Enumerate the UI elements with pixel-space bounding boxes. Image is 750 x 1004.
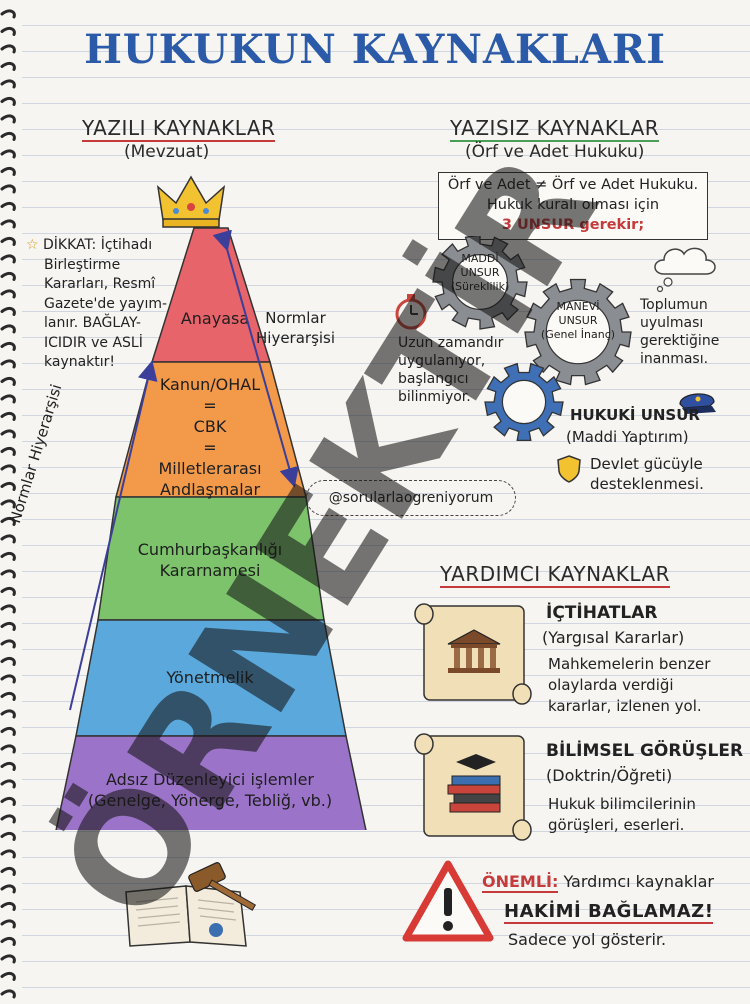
pyramid-level-3-label: Cumhurbaşkanlığı Kararnamesi [137, 540, 283, 580]
social-handle: @sorularlaogreniyorum [306, 480, 516, 516]
gear-icon [524, 278, 632, 386]
spiral-binding [0, 9, 16, 999]
doctrine-title: BİLİMSEL GÖRÜŞLER [546, 741, 744, 761]
warning-icon [402, 860, 494, 942]
auxiliary-sources-heading: YARDIMCI KAYNAKLAR [440, 562, 671, 588]
doctrine-desc: Hukuk bilimcilerinin görüşleri, eserleri… [548, 795, 696, 834]
courthouse-icon [447, 629, 501, 673]
legal-element-title: HUKUKİ UNSUR [570, 406, 700, 424]
precedents-title: İÇTİHATLAR [546, 603, 658, 623]
book-and-gavel-icon [125, 862, 256, 947]
moral-element-label: MANEVİ UNSUR (Genel İnanç) [540, 300, 616, 341]
warning-line-1: ÖNEMLİ: Yardımcı kaynaklar [482, 872, 714, 893]
doctrine-sub: (Doktrin/Öğreti) [546, 766, 673, 785]
legal-element-desc: Devlet gücüyle desteklenmesi. [590, 455, 704, 493]
pyramid-level-4-label: Yönetmelik [166, 667, 254, 687]
arrow-right-label: Normlar Hiyerarşisi [256, 309, 336, 347]
dikkat-note: ☆ DİKKAT: İçtihadı Birleştirme Kararları… [26, 237, 168, 370]
court-scroll [414, 603, 532, 705]
thought-cloud-icon [654, 247, 716, 293]
warning-line-2: HAKİMİ BAĞLAMAZ! [504, 901, 714, 924]
unwritten-sources-subheading: (Örf ve Adet Hukuku) [465, 142, 645, 162]
shield-icon [557, 455, 581, 483]
page-title: HUKUKUN KAYNAKLARI [84, 26, 666, 73]
clock-icon [395, 294, 427, 330]
star-icon: ☆ [26, 237, 39, 253]
moral-element-desc: Toplumun uyulması gerektiğine inanması. [640, 297, 720, 367]
books-icon [447, 754, 501, 813]
material-element-label: MADDİ UNSUR (Süreklilik) [450, 252, 510, 293]
pyramid-level-5 [55, 735, 367, 830]
pyramid-level-5-label: Adsız Düzenleyici işlemler (Genelge, Yön… [87, 770, 333, 810]
custom-law-box: Örf ve Adet ≠ Örf ve Adet Hukuku. Hukuk … [438, 172, 708, 240]
gear-icon [484, 362, 564, 442]
books-scroll [414, 733, 532, 841]
material-element-desc: Uzun zamandır uygulanıyor, başlangıcı bi… [398, 335, 504, 405]
precedents-desc: Mahkemelerin benzer olaylarda verdiği ka… [548, 655, 711, 715]
warning-line-3: Sadece yol gösterir. [508, 930, 667, 949]
crown-icon [156, 175, 226, 228]
written-sources-subheading: (Mevzuat) [124, 142, 210, 162]
written-sources-heading: YAZILI KAYNAKLAR [82, 116, 276, 142]
unwritten-sources-heading: YAZISIZ KAYNAKLAR [450, 116, 660, 142]
police-cap-icon [679, 393, 716, 414]
precedents-sub: (Yargısal Kararlar) [542, 628, 685, 647]
gear-icon [432, 236, 528, 330]
legal-element-sub: (Maddi Yaptırım) [566, 428, 689, 446]
hierarchy-arrows [69, 230, 299, 711]
element-gears [432, 236, 632, 442]
